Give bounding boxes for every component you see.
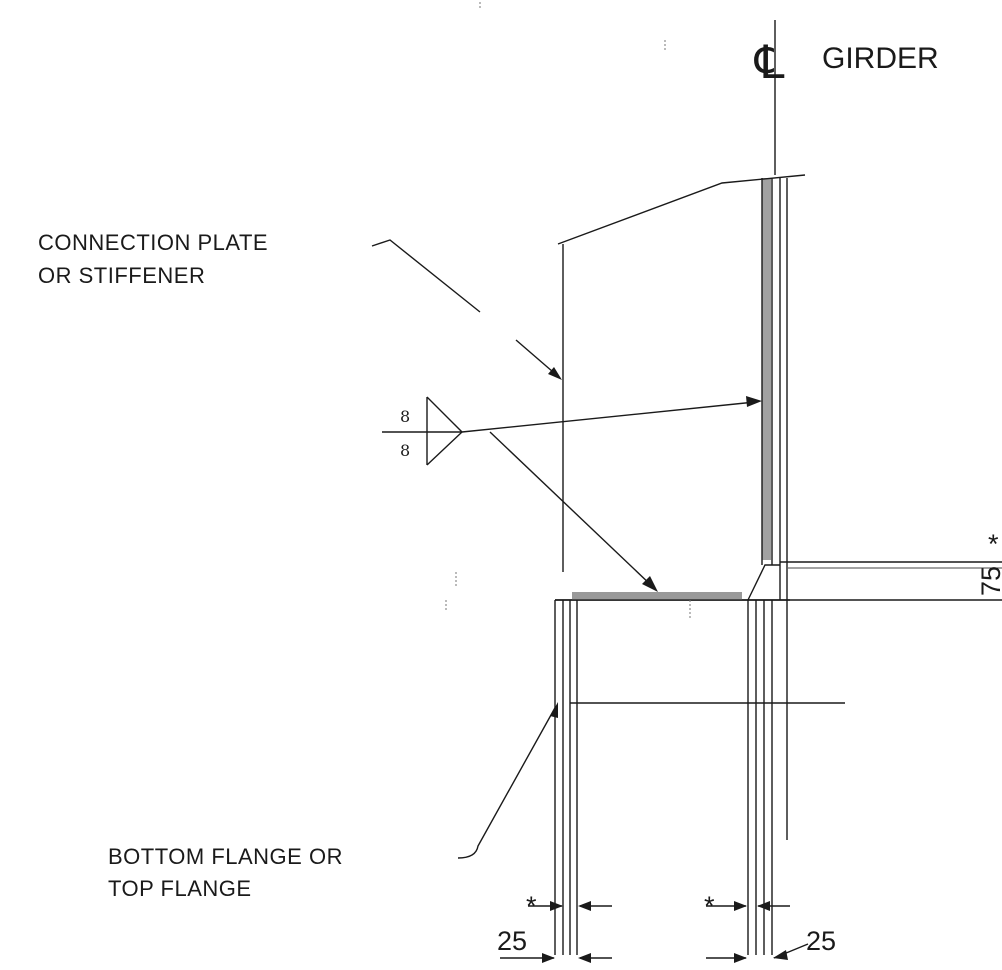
dim-right-arrowhead-1	[734, 901, 747, 911]
stiffener-top-edge	[557, 174, 806, 245]
callout-plate-line2: OR STIFFENER	[38, 263, 205, 288]
callout-flange-line1: BOTTOM FLANGE OR	[108, 844, 343, 869]
fillet-weld-corner	[747, 564, 780, 601]
asterisk-top: *	[988, 529, 999, 559]
weld-size-top: 8	[400, 407, 410, 426]
centerline-girder-label: GIRDER	[822, 42, 939, 75]
dim-left-arrowhead-1	[550, 901, 563, 911]
callout-flange-leader	[457, 705, 557, 859]
dimension-left-25: 25	[497, 926, 527, 956]
dim-left-arrowhead-2	[578, 901, 591, 911]
weld-arrow-to-web	[461, 401, 756, 433]
weld-arrowhead-web	[746, 396, 762, 407]
dim-left-low-arrowhead-2	[578, 953, 591, 963]
callout-plate-line1: CONNECTION PLATE	[38, 230, 268, 255]
dim-right-low-arrowhead-1	[734, 953, 747, 963]
weld-symbol-fillet	[426, 396, 464, 466]
callout-flange-line2: TOP FLANGE	[108, 876, 252, 901]
dim-left-low-arrowhead-1	[542, 953, 555, 963]
dim-right-low-arrowhead-2	[773, 950, 788, 960]
weld-size-bottom: 8	[400, 441, 410, 460]
callout-plate-arrowhead	[548, 367, 562, 380]
callout-flange-arrowhead	[550, 702, 558, 718]
girder-web-weld	[762, 178, 771, 560]
dim-right-arrowhead-2	[757, 901, 770, 911]
callout-plate-leader	[371, 239, 481, 313]
flange-weld-bead	[572, 592, 742, 600]
weld-arrowhead-flange	[642, 576, 658, 592]
dimension-right-25: 25	[806, 926, 836, 956]
weld-arrow-to-flange	[489, 431, 654, 588]
dimension-vertical-75: 75	[976, 566, 1002, 596]
centerline-symbol: ℄	[754, 36, 785, 88]
